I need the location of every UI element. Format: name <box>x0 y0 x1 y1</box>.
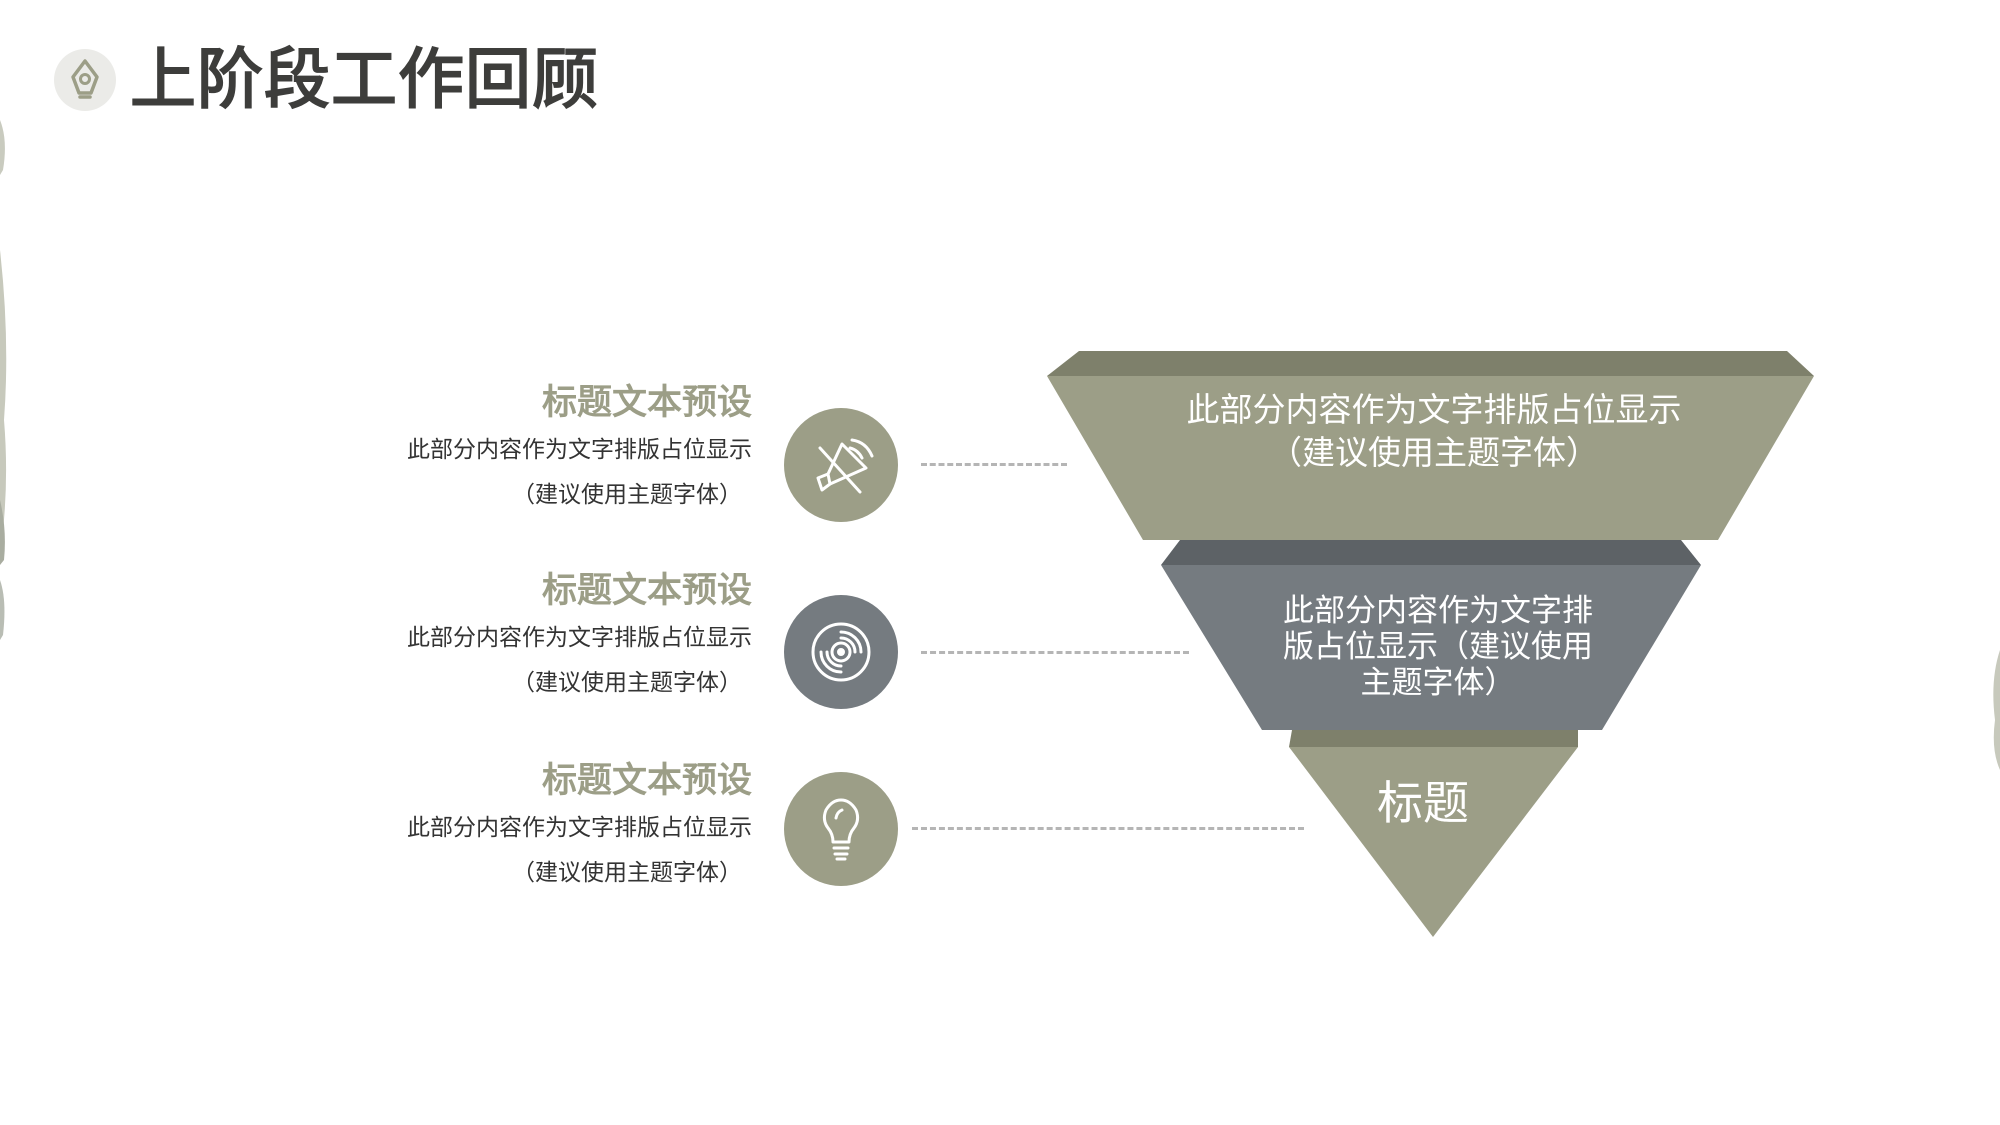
item-heading-1: 标题文本预设 <box>541 383 752 423</box>
pen-nib-badge <box>54 49 116 111</box>
item-icon-badge-3 <box>784 772 898 886</box>
funnel-text-3-line-1: 标题 <box>1377 776 1469 830</box>
funnel-text-1-line-2: （建议使用主题字体） <box>1269 433 1599 472</box>
connector-dash-3 <box>912 827 1304 830</box>
speaker-icon <box>816 438 874 494</box>
funnel-text-1: 此部分内容作为文字排版占位显示 （建议使用主题字体） <box>1140 388 1728 474</box>
funnel-text-2-line-3: 主题字体） <box>1360 665 1516 701</box>
lightbulb-icon <box>822 798 860 861</box>
item-icon-badge-1 <box>784 408 898 522</box>
funnel-segment-1 <box>1047 351 1814 540</box>
item-heading-2: 标题文本预设 <box>541 571 752 611</box>
item-subtext-3: （建议使用主题字体） <box>512 860 742 886</box>
pen-nib-icon <box>71 59 99 99</box>
disc-icon <box>811 622 871 682</box>
item-icon-badge-2 <box>784 595 898 709</box>
item-text-3: 此部分内容作为文字排版占位显示 <box>407 815 752 841</box>
left-edge-decoration <box>0 120 7 640</box>
item-subtext-2: （建议使用主题字体） <box>512 670 742 696</box>
connector-dash-1 <box>921 463 1067 466</box>
funnel-text-2: 此部分内容作为文字排 版占位显示（建议使用 主题字体） <box>1220 593 1656 701</box>
item-text-1: 此部分内容作为文字排版占位显示 <box>407 437 752 463</box>
item-heading-3: 标题文本预设 <box>541 761 752 801</box>
item-subtext-1: （建议使用主题字体） <box>512 482 742 508</box>
connector-dash-2 <box>921 651 1189 654</box>
funnel-text-2-line-1: 此部分内容作为文字排 <box>1283 593 1593 629</box>
funnel-segment-2 <box>1161 540 1701 730</box>
funnel-text-1-line-1: 此部分内容作为文字排版占位显示 <box>1186 390 1682 429</box>
funnel-text-3: 标题 <box>1323 775 1523 831</box>
funnel-segment-3 <box>1289 730 1578 937</box>
right-edge-decoration <box>1993 650 2000 770</box>
funnel-text-2-line-2: 版占位显示（建议使用 <box>1283 629 1593 665</box>
item-text-2: 此部分内容作为文字排版占位显示 <box>407 625 752 651</box>
page-title: 上阶段工作回顾 <box>130 41 599 118</box>
